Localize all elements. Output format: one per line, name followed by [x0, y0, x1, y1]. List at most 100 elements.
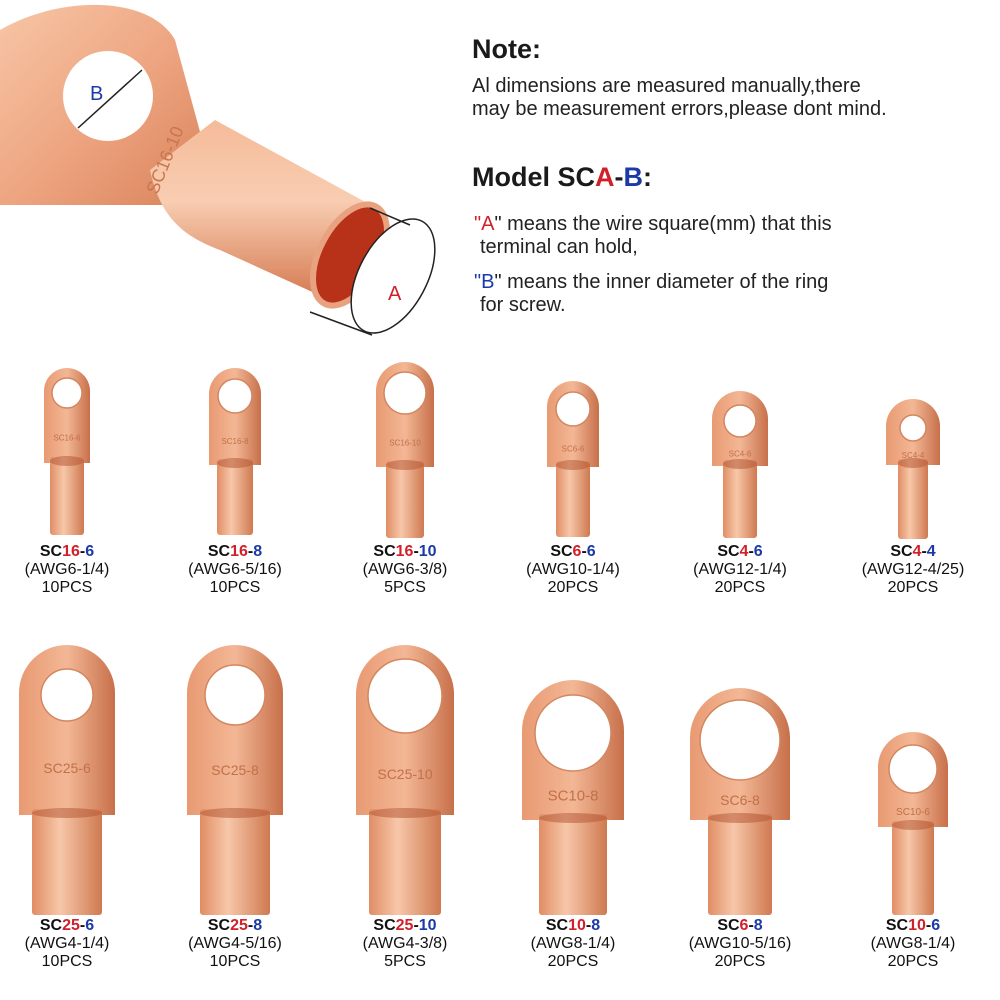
product-awg: (AWG6-5/16) — [188, 561, 282, 578]
quote-open-a: " — [474, 213, 482, 235]
product-awg: (AWG10-1/4) — [526, 561, 620, 578]
product-awg: (AWG4-5/16) — [188, 935, 282, 952]
model-prefix: SC — [890, 543, 913, 560]
model-dash: - — [748, 543, 754, 560]
lug-image-sc4-6: SC4-6 — [712, 391, 768, 538]
product-model: SC16-10 — [322, 543, 488, 561]
model-b-value: 6 — [753, 543, 763, 560]
model-b: B — [623, 162, 644, 192]
model-b-value: 10 — [418, 917, 437, 934]
product-quantity: 20PCS — [547, 953, 599, 970]
model-dash: - — [748, 917, 754, 934]
lug-image-sc16-6: SC16-6 — [44, 368, 90, 535]
product-quantity: 20PCS — [714, 953, 766, 970]
quote-open-b: " — [474, 271, 482, 293]
explain-a-text: " means the wire square(mm) that this — [494, 213, 832, 235]
model-dash: - — [921, 543, 927, 560]
product-model: SC16-6 — [0, 543, 150, 561]
model-prefix: SC — [39, 543, 63, 560]
lug-stamp: SC6-8 — [720, 792, 760, 808]
model-prefix: SC — [717, 543, 740, 560]
product-awg: (AWG8-1/4) — [530, 935, 616, 952]
explain-a-letter: A — [481, 213, 495, 235]
lug-stamp: SC16-6 — [53, 434, 81, 443]
model-a-value: 16 — [62, 543, 80, 560]
model-a-value: 6 — [739, 917, 749, 934]
lug-image-sc4-4: SC4-4 — [886, 399, 940, 539]
product-quantity: 10PCS — [209, 953, 261, 970]
explain-a-line2: terminal can hold, — [480, 236, 638, 258]
model-dash: - — [79, 917, 86, 934]
product-awg: (AWG12-1/4) — [693, 561, 787, 578]
lug-image-sc6-8: SC6-8 — [690, 688, 790, 915]
model-a: A — [595, 162, 615, 192]
product-awg: (AWG4-1/4) — [24, 935, 110, 952]
model-b-value: 8 — [253, 917, 263, 934]
model-b-value: 6 — [931, 917, 941, 934]
model-dash: - — [585, 917, 592, 934]
model-dash: - — [614, 162, 624, 192]
product-quantity: 10PCS — [41, 953, 93, 970]
model-dash: - — [79, 543, 86, 560]
model-dash: - — [413, 543, 419, 560]
model-dash: - — [413, 917, 419, 934]
product-label-sc16-10: SC16-10(AWG6-3/8)5PCS — [322, 543, 488, 597]
lug-image-sc6-6: SC6-6 — [547, 381, 599, 537]
model-a-value: 6 — [572, 543, 582, 560]
lug-image-sc25-6: SC25-6 — [19, 645, 115, 915]
product-awg: (AWG12-4/25) — [861, 561, 965, 578]
product-quantity: 10PCS — [41, 579, 93, 596]
explain-a: "A" means the wire square(mm) that this … — [474, 213, 974, 259]
model-b-value: 10 — [418, 543, 437, 560]
product-model: SC6-8 — [657, 917, 823, 935]
product-model: SC10-6 — [830, 917, 996, 935]
model-dash: - — [247, 543, 254, 560]
model-a-value: 16 — [230, 543, 248, 560]
model-a-value: 25 — [62, 917, 80, 934]
product-quantity: 10PCS — [209, 579, 261, 596]
product-label-sc25-8: SC25-8(AWG4-5/16)10PCS — [152, 917, 318, 971]
model-a-value: 16 — [395, 543, 414, 560]
model-a-value: 10 — [908, 917, 926, 934]
model-a-value: 10 — [568, 917, 586, 934]
model-prefix: SC — [550, 543, 573, 560]
product-label-sc6-8: SC6-8(AWG10-5/16)20PCS — [657, 917, 823, 971]
product-awg: (AWG6-1/4) — [24, 561, 110, 578]
product-awg: (AWG10-5/16) — [688, 935, 792, 952]
explain-b-line2: for screw. — [480, 294, 566, 316]
product-model: SC10-8 — [490, 917, 656, 935]
note-line-2: may be measurement errors,please dont mi… — [472, 98, 887, 120]
hero-label-b: B — [90, 83, 103, 105]
note-block: Note: Al dimensions are measured manuall… — [472, 34, 992, 121]
product-model: SC25-6 — [0, 917, 150, 935]
product-model: SC4-4 — [830, 543, 996, 561]
model-dash: - — [247, 917, 254, 934]
explain-b-letter: B — [481, 271, 495, 293]
product-label-sc16-6: SC16-6(AWG6-1/4)10PCS — [0, 543, 150, 597]
product-label-sc4-4: SC4-4(AWG12-4/25)20PCS — [830, 543, 996, 597]
lug-stamp: SC10-6 — [896, 807, 930, 818]
model-prefix: SC — [885, 917, 909, 934]
model-prefix: SC — [545, 917, 569, 934]
model-prefix: SC — [207, 917, 231, 934]
model-a-value: 4 — [912, 543, 922, 560]
model-b-value: 8 — [253, 543, 263, 560]
model-prefix: SC — [717, 917, 740, 934]
product-quantity: 20PCS — [887, 579, 939, 596]
model-prefix: Model SC — [472, 162, 596, 192]
product-model: SC25-10 — [322, 917, 488, 935]
lug-image-sc25-8: SC25-8 — [187, 645, 283, 915]
explain-b: "B" means the inner diameter of the ring… — [474, 271, 974, 317]
product-quantity: 20PCS — [887, 953, 939, 970]
lug-image-sc25-10: SC25-10 — [356, 645, 454, 915]
hero-lug-illustration: A B SC16-10 — [0, 4, 436, 336]
lug-stamp: SC25-8 — [211, 762, 259, 778]
hero-label-a: A — [388, 283, 402, 305]
product-model: SC25-8 — [152, 917, 318, 935]
product-label-sc10-8: SC10-8(AWG8-1/4)20PCS — [490, 917, 656, 971]
model-suffix: : — [643, 162, 653, 192]
lug-stamp: SC16-8 — [221, 437, 249, 446]
model-prefix: SC — [207, 543, 231, 560]
product-model: SC16-8 — [152, 543, 318, 561]
product-label-sc6-6: SC6-6(AWG10-1/4)20PCS — [490, 543, 656, 597]
